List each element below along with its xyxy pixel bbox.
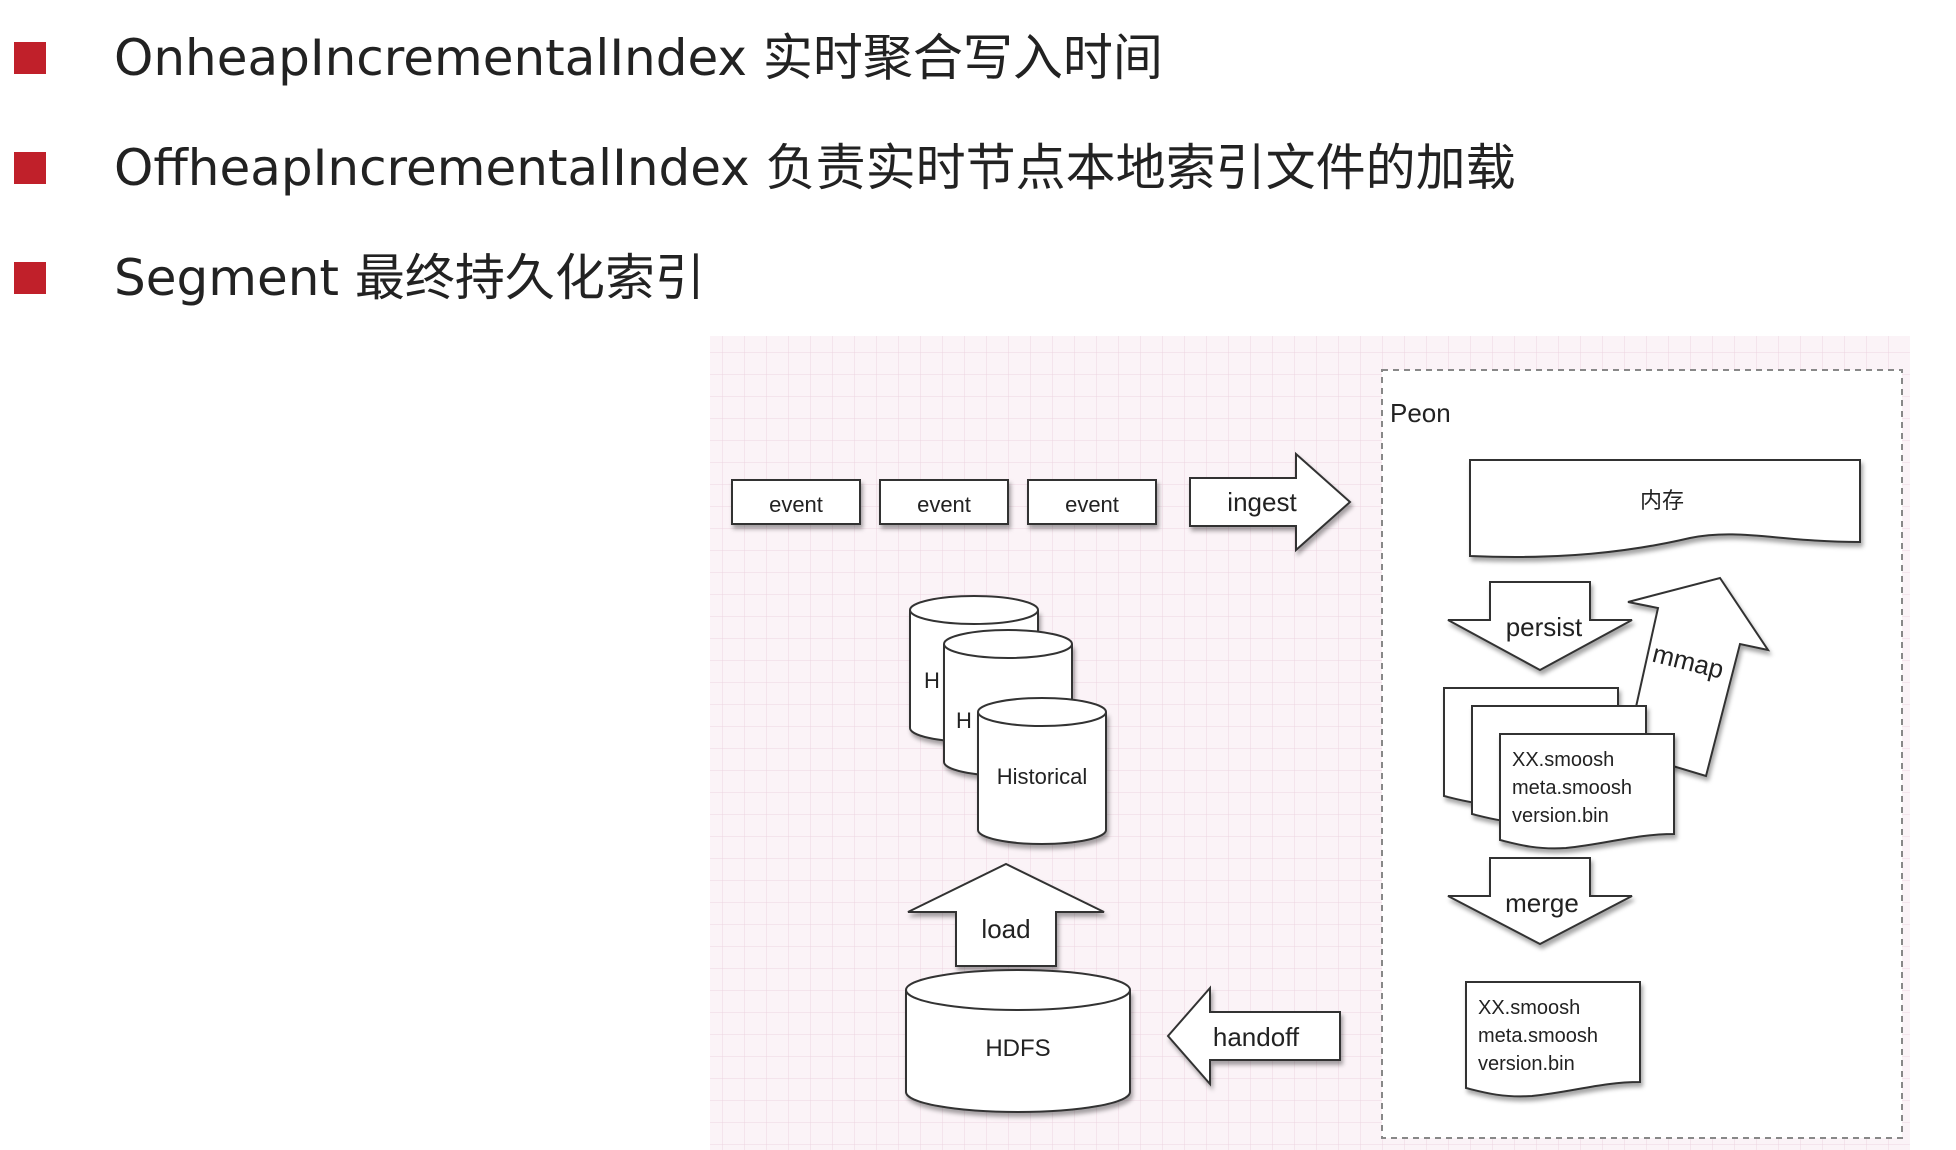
- smoosh-file-label: version.bin: [1512, 805, 1609, 827]
- merged-file-label: meta.smoosh: [1478, 1025, 1598, 1047]
- merge-arrow-icon: merge: [1447, 857, 1633, 946]
- bullet-text: Segment 最终持久化索引: [114, 249, 705, 307]
- event-label: event: [769, 492, 823, 517]
- persist-arrow-icon: persist: [1447, 581, 1633, 672]
- persist-label: persist: [1506, 612, 1583, 642]
- merged-document: XX.smoosh meta.smoosh version.bin: [1465, 981, 1641, 1098]
- event-box: event: [879, 479, 1009, 525]
- bullet-text: OnheapIncrementalIndex 实时聚合写入时间: [114, 29, 1163, 87]
- load-label: load: [981, 914, 1030, 944]
- historical-cylinder: Historical: [977, 697, 1107, 845]
- handoff-label: handoff: [1213, 1022, 1300, 1052]
- bullet-item: OnheapIncrementalIndex 实时聚合写入时间: [14, 28, 1163, 88]
- event-box: event: [731, 479, 861, 525]
- bullet-square-icon: [14, 42, 46, 74]
- merged-file-label: version.bin: [1478, 1053, 1575, 1075]
- hdfs-label: HDFS: [985, 1035, 1050, 1062]
- load-arrow-icon: load: [907, 862, 1105, 967]
- merge-label: merge: [1505, 888, 1579, 918]
- memory-box: 内存: [1469, 459, 1861, 559]
- smoosh-file-label: XX.smoosh: [1512, 749, 1614, 771]
- memory-label: 内存: [1640, 488, 1684, 513]
- event-box: event: [1027, 479, 1157, 525]
- smoosh-document-stack: XX.smoosh meta.smoosh version.bin: [1443, 687, 1675, 850]
- bullet-square-icon: [14, 152, 46, 184]
- ingest-label: ingest: [1227, 487, 1297, 517]
- merged-file-label: XX.smoosh: [1478, 997, 1580, 1019]
- peon-label: Peon: [1390, 398, 1451, 428]
- bullet-square-icon: [14, 262, 46, 294]
- event-label: event: [917, 492, 971, 517]
- druid-architecture-diagram: Peon event event event ingest 内存 persist: [700, 330, 1920, 1150]
- ingest-arrow-icon: ingest: [1189, 451, 1352, 553]
- bullet-item: Segment 最终持久化索引: [14, 248, 705, 308]
- handoff-arrow-icon: handoff: [1166, 985, 1341, 1087]
- mmap-arrow-icon: mmap: [1624, 576, 1771, 778]
- historical-label-partial: H: [924, 668, 940, 693]
- bullet-text: OffheapIncrementalIndex 负责实时节点本地索引文件的加载: [114, 139, 1516, 197]
- smoosh-file-label: meta.smoosh: [1512, 777, 1632, 799]
- historical-label: Historical: [997, 764, 1087, 789]
- hdfs-cylinder: HDFS: [905, 969, 1131, 1113]
- bullet-item: OffheapIncrementalIndex 负责实时节点本地索引文件的加载: [14, 138, 1516, 198]
- event-label: event: [1065, 492, 1119, 517]
- historical-label-partial: H: [956, 708, 972, 733]
